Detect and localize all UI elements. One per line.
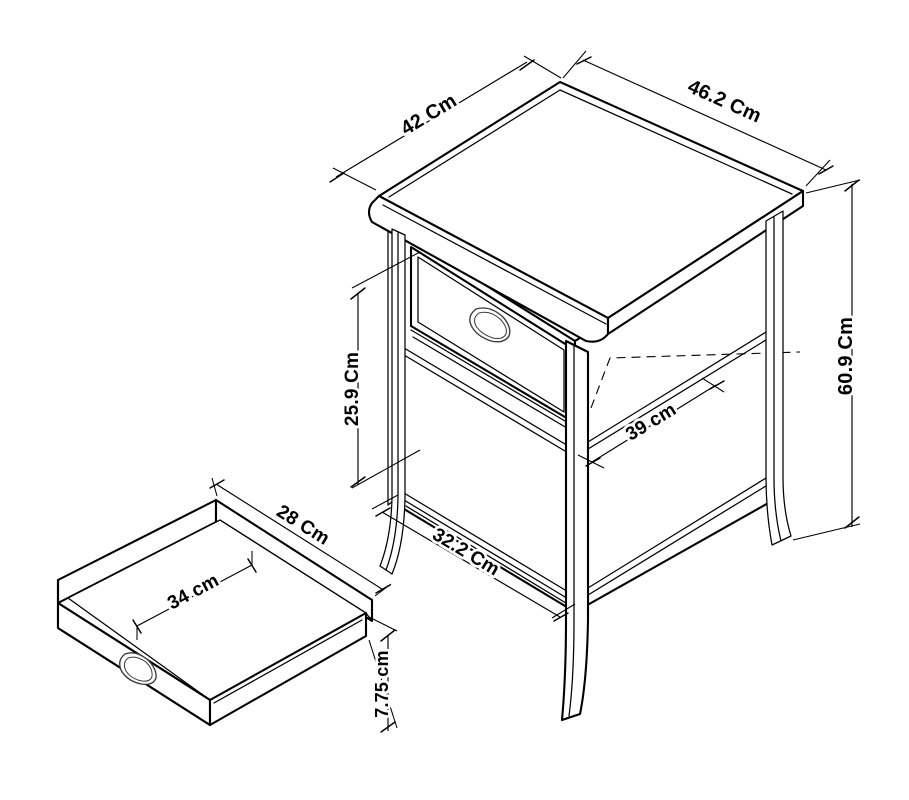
teardrop-cup-handle-drawer[interactable] [119, 652, 157, 686]
dimension-label-46-2cm: 46.2 Cm [684, 76, 764, 128]
dimension-total-height: 60.9 Cm [792, 179, 861, 541]
dimension-drawer-height: 7.75 cm [368, 616, 398, 733]
leg-front-center [560, 339, 590, 722]
lower-rail [398, 469, 780, 612]
detached-drawer-box [56, 498, 374, 727]
dimension-label-42cm: 42 Cm [397, 90, 461, 140]
nightstand-body [367, 80, 805, 722]
teardrop-cup-handle[interactable] [469, 307, 511, 343]
dimension-label-60-9cm: 60.9 Cm [835, 317, 857, 395]
leg-front-left [379, 228, 406, 575]
dimension-label-7-75cm: 7.75 cm [372, 650, 392, 717]
dimension-label-25-9cm: 25.9 Cm [342, 352, 363, 426]
leg-right-rear [765, 210, 792, 546]
dimension-drawer-to-shelf: 25.9 Cm [339, 251, 421, 489]
table-top [367, 80, 805, 343]
